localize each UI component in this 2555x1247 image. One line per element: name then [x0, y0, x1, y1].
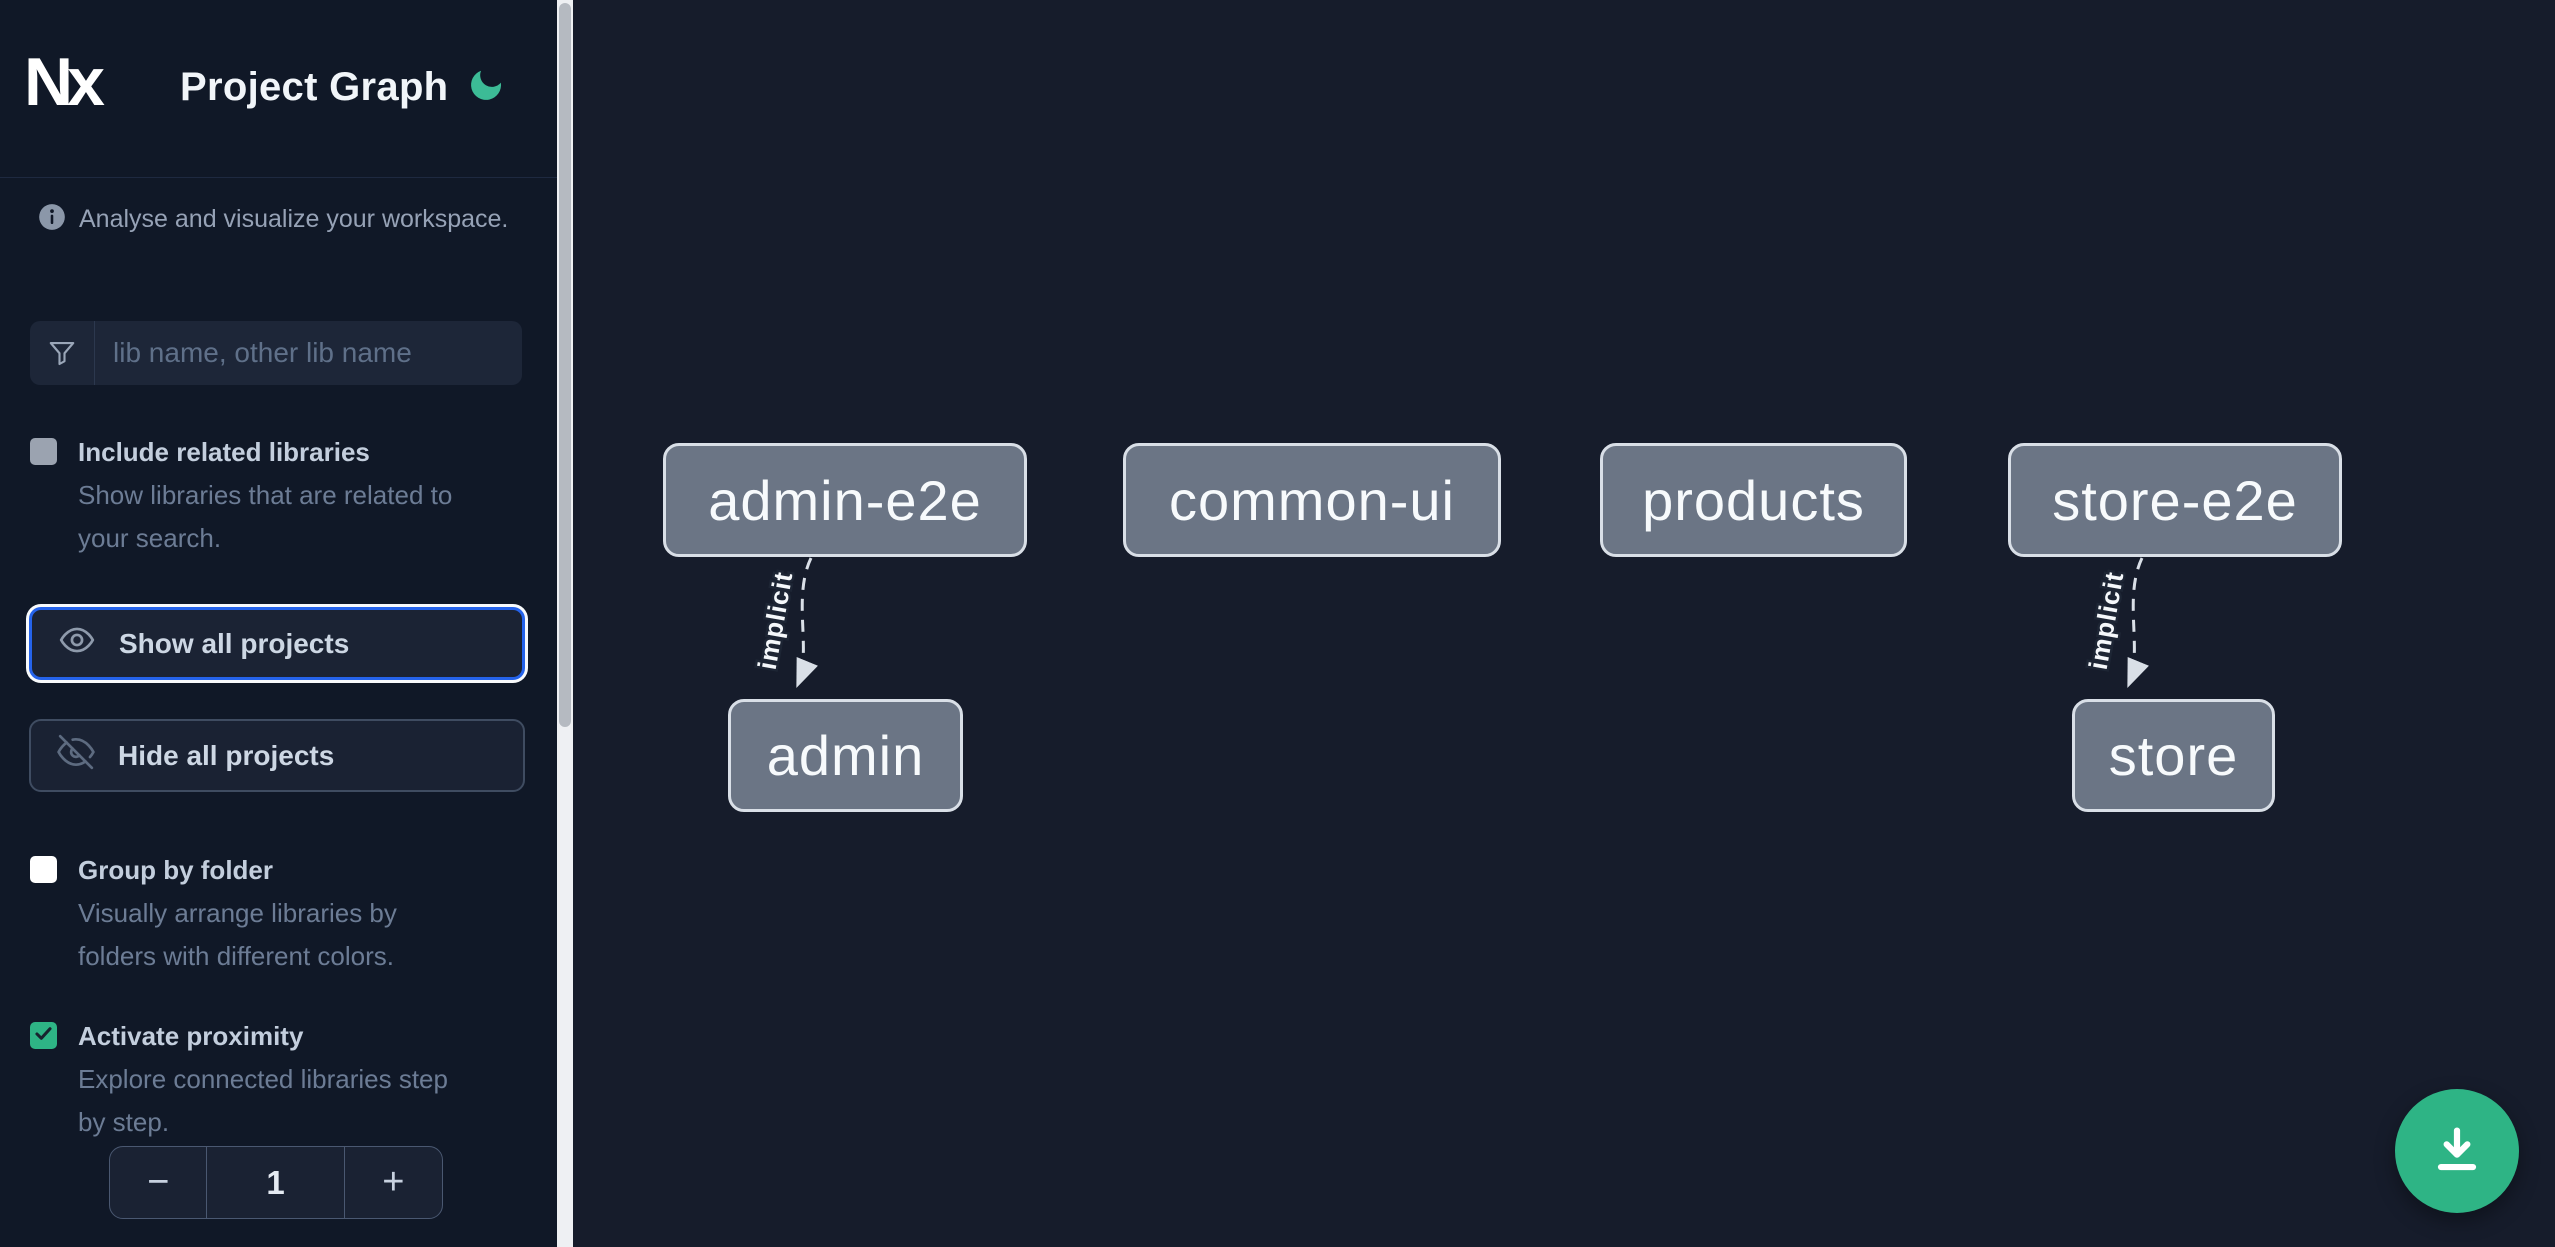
- info-text: Analyse and visualize your workspace.: [79, 205, 509, 233]
- graph-node-store-e2e[interactable]: store-e2e: [2008, 443, 2342, 557]
- include-related-checkbox[interactable]: [30, 438, 57, 465]
- eye-off-icon: [57, 733, 95, 778]
- nx-logo: Nx: [24, 44, 105, 120]
- check-icon: [33, 1023, 54, 1049]
- search-divider: [94, 321, 95, 385]
- group-by-folder-desc-line1: Visually arrange libraries by: [78, 898, 397, 928]
- graph-node-products[interactable]: products: [1600, 443, 1907, 557]
- download-image-button[interactable]: [2395, 1089, 2519, 1213]
- include-related-desc-line1: Show libraries that are related to: [78, 480, 453, 510]
- option-text: Include related libraries Show libraries…: [78, 430, 452, 560]
- edge-admin-e2e-to-admin[interactable]: [796, 557, 818, 688]
- activate-proximity-desc-line1: Explore connected libraries step: [78, 1064, 448, 1094]
- group-by-folder-checkbox[interactable]: [30, 856, 57, 883]
- proximity-stepper: − 1 +: [109, 1146, 443, 1219]
- show-all-projects-button[interactable]: Show all projects: [29, 607, 525, 680]
- activate-proximity-label[interactable]: Activate proximity: [78, 1021, 304, 1051]
- proximity-increment-button[interactable]: +: [345, 1147, 442, 1218]
- project-graph-canvas[interactable]: implicit implicit admin-e2e common-ui pr…: [573, 0, 2555, 1247]
- sidebar: Nx Project Graph Analyse and visualize y…: [0, 0, 557, 1247]
- graph-node-common-ui[interactable]: common-ui: [1123, 443, 1501, 557]
- edge-label-implicit: implicit: [752, 569, 799, 672]
- proximity-value: 1: [206, 1147, 345, 1218]
- funnel-icon: [30, 321, 94, 385]
- info-icon: [38, 203, 66, 236]
- moon-icon: [466, 70, 506, 108]
- include-related-desc-line2: your search.: [78, 523, 222, 553]
- hide-all-projects-label: Hide all projects: [118, 739, 335, 771]
- edge-store-e2e-to-store[interactable]: [2127, 557, 2149, 688]
- theme-toggle-button[interactable]: [462, 62, 510, 110]
- edge-label-implicit: implicit: [2083, 569, 2130, 672]
- proximity-decrement-button[interactable]: −: [110, 1147, 206, 1218]
- filter-input[interactable]: [95, 323, 522, 383]
- sidebar-scrollbar-thumb[interactable]: [559, 3, 571, 727]
- option-text: Activate proximity Explore connected lib…: [78, 1014, 448, 1144]
- eye-icon: [58, 621, 96, 666]
- header-divider: [0, 177, 557, 178]
- page-title: Project Graph: [180, 65, 449, 109]
- filter-box: [30, 321, 522, 385]
- download-icon: [2426, 1119, 2488, 1184]
- graph-node-store[interactable]: store: [2072, 699, 2275, 812]
- info-banner: Analyse and visualize your workspace.: [38, 203, 528, 236]
- hide-all-projects-button[interactable]: Hide all projects: [29, 719, 525, 792]
- sidebar-scrollbar-track[interactable]: [557, 0, 573, 1247]
- activate-proximity-checkbox[interactable]: [30, 1022, 57, 1049]
- show-all-projects-label: Show all projects: [119, 627, 350, 659]
- group-by-folder-desc-line2: folders with different colors.: [78, 941, 394, 971]
- option-group-by-folder: Group by folder Visually arrange librari…: [30, 848, 530, 978]
- option-text: Group by folder Visually arrange librari…: [78, 848, 397, 978]
- option-activate-proximity: Activate proximity Explore connected lib…: [30, 1014, 530, 1144]
- graph-edges-layer: implicit implicit: [749, 557, 2149, 688]
- group-by-folder-label[interactable]: Group by folder: [78, 855, 273, 885]
- include-related-label[interactable]: Include related libraries: [78, 437, 370, 467]
- activate-proximity-desc-line2: by step.: [78, 1107, 170, 1137]
- graph-node-admin[interactable]: admin: [728, 699, 963, 812]
- option-include-related: Include related libraries Show libraries…: [30, 430, 530, 560]
- graph-node-admin-e2e[interactable]: admin-e2e: [663, 443, 1027, 557]
